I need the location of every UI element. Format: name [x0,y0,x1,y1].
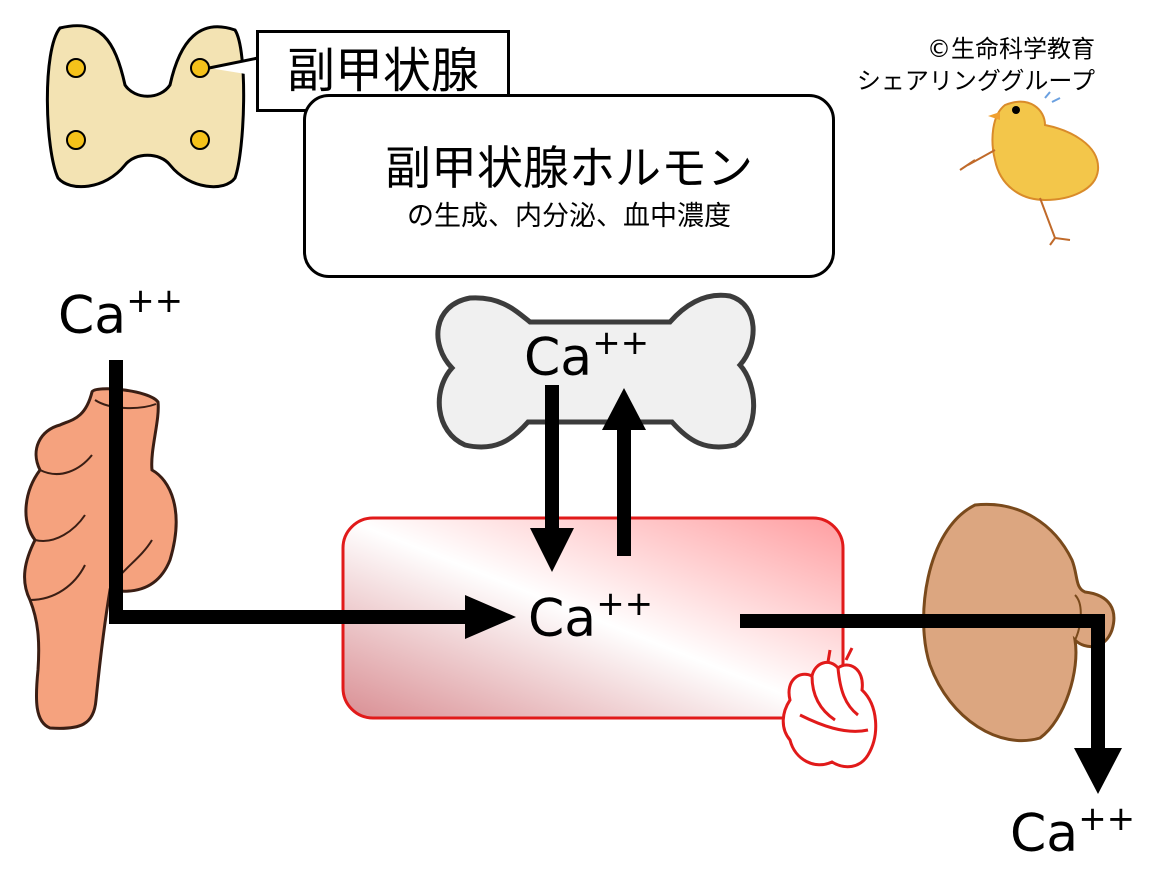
credit-line-1: ©生命科学教育 [927,35,1095,63]
parathyroid-dot [66,130,86,150]
parathyroid-dot [190,130,210,150]
heart-icon [781,647,878,769]
copyright-credit: ©生命科学教育 シェアリンググループ [857,33,1095,97]
excretion-arrow [740,614,1122,794]
bone-icon [435,292,757,450]
hormone-box: 副甲状腺ホルモン の生成、内分泌、血中濃度 [303,94,835,278]
bone-deposit-arrow [602,388,646,556]
hormone-title: 副甲状腺ホルモン [385,141,753,195]
intestine-icon [23,387,178,730]
credit-line-2: シェアリンググループ [856,67,1095,95]
parathyroid-dot [190,58,210,78]
parathyroid-dot [66,58,86,78]
calcium-label-intestine: Ca++ [58,281,184,346]
parathyroid-gland-icon [45,24,260,189]
absorption-arrow [109,360,516,639]
calcium-label-bone: Ca++ [524,323,650,388]
calcium-label-blood: Ca++ [528,584,654,649]
chick-icon [959,91,1100,246]
bone-release-arrow [530,385,574,572]
hormone-subtitle: の生成、内分泌、血中濃度 [407,200,731,232]
calcium-label-urine: Ca++ [1010,799,1136,864]
